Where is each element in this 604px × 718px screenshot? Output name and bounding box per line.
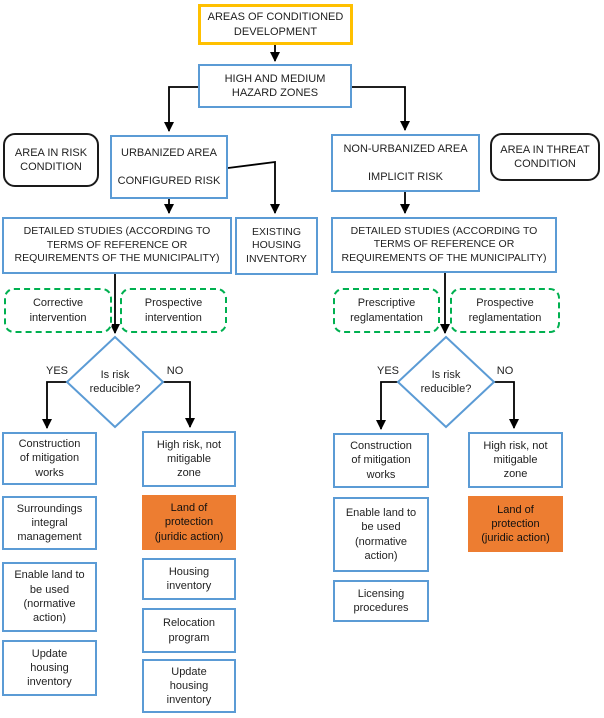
- node-surroundings-integral-management: Surroundings integral management: [2, 496, 97, 550]
- node-relocation-program: Relocation program: [142, 608, 236, 653]
- node-construction-of-mitigation-works-left: Construction of mitigation works: [2, 432, 97, 485]
- node-prescriptive-reglamentation: Prescriptive reglamentation: [333, 288, 440, 333]
- node-existing-housing-inventory: EXISTING HOUSING INVENTORY: [235, 217, 318, 275]
- node-areas-of-conditioned-development: AREAS OF CONDITIONED DEVELOPMENT: [198, 4, 353, 45]
- node-high-and-medium-hazard-zones: HIGH AND MEDIUM HAZARD ZONES: [198, 64, 352, 108]
- node-high-risk-not-mitigable-zone-left: High risk, not mitigable zone: [142, 431, 236, 487]
- label-yes-left: YES: [45, 365, 68, 377]
- node-update-housing-inventory-left: Update housing inventory: [2, 640, 97, 696]
- label-no-right: NO: [496, 365, 514, 377]
- node-area-in-threat-condition: AREA IN THREAT CONDITION: [490, 133, 600, 181]
- node-land-of-protection-right: Land of protection (juridic action): [468, 496, 563, 552]
- node-enable-land-to-be-used-left: Enable land to be used (normative action…: [2, 562, 97, 632]
- node-licensing-procedures: Licensing procedures: [333, 580, 429, 622]
- node-urbanized-area-configured-risk: URBANIZED AREA CONFIGURED RISK: [110, 135, 228, 199]
- node-detailed-studies-left: DETAILED STUDIES (ACCORDING TO TERMS OF …: [2, 217, 232, 274]
- label-no-left: NO: [166, 365, 184, 377]
- node-prospective-reglamentation: Prospective reglamentation: [450, 288, 560, 333]
- node-update-housing-inventory-mid: Update housing inventory: [142, 659, 236, 713]
- node-prospective-intervention: Prospective intervention: [120, 288, 227, 333]
- node-area-in-risk-condition: AREA IN RISK CONDITION: [3, 133, 99, 187]
- node-detailed-studies-right: DETAILED STUDIES (ACCORDING TO TERMS OF …: [331, 217, 557, 273]
- node-housing-inventory: Housing inventory: [142, 558, 236, 600]
- node-construction-of-mitigation-works-right: Construction of mitigation works: [333, 433, 429, 488]
- decision-left-is-risk-reducible: Is risk reducible?: [89, 368, 141, 395]
- node-high-risk-not-mitigable-zone-right: High risk, not mitigable zone: [468, 432, 563, 488]
- node-enable-land-to-be-used-right: Enable land to be used (normative action…: [333, 497, 429, 572]
- decision-right-is-risk-reducible: Is risk reducible?: [420, 368, 472, 395]
- label-yes-right: YES: [376, 365, 399, 377]
- node-land-of-protection-left: Land of protection (juridic action): [142, 495, 236, 550]
- node-non-urbanized-area-implicit-risk: NON-URBANIZED AREA IMPLICIT RISK: [331, 134, 480, 192]
- node-corrective-intervention: Corrective intervention: [4, 288, 112, 333]
